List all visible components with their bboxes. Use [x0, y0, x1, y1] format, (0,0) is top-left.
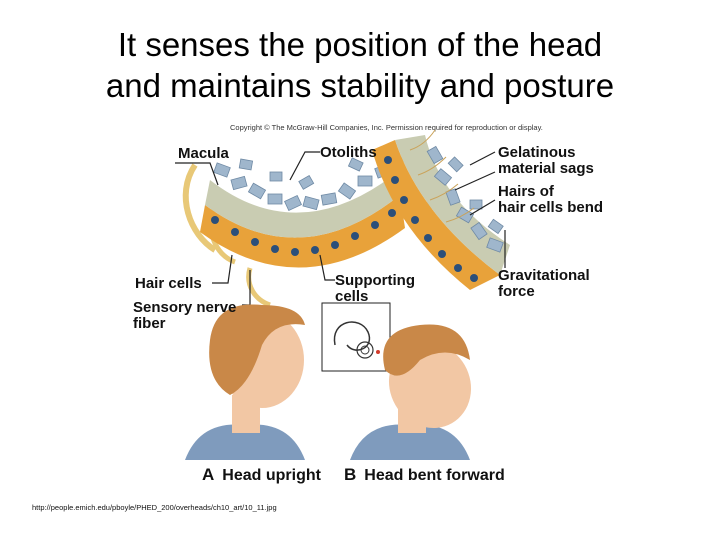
inner-ear-inset — [322, 303, 390, 371]
label-macula: Macula — [178, 146, 229, 161]
label-gravitational-line-1: Gravitational — [498, 268, 590, 283]
head-upright-illustration — [185, 304, 305, 460]
label-supporting-line-1: Supporting — [335, 273, 415, 288]
label-sensory-line-2: fiber — [133, 316, 166, 331]
caption-a: A Head upright — [202, 465, 321, 485]
label-hairs-line-2: hair cells bend — [498, 200, 603, 215]
label-sensory-line-1: Sensory nerve — [133, 300, 236, 315]
label-hairs-line-1: Hairs of — [498, 184, 554, 199]
caption-b: B Head bent forward — [344, 465, 505, 485]
caption-a-text: Head upright — [222, 467, 321, 484]
caption-a-letter: A — [202, 465, 214, 484]
label-gravitational-line-2: force — [498, 284, 535, 299]
label-gelatinous-line-1: Gelatinous — [498, 145, 576, 160]
caption-b-letter: B — [344, 465, 356, 484]
label-hair-cells: Hair cells — [135, 276, 202, 291]
source-url: http://people.emich.edu/pboyle/PHED_200/… — [32, 503, 277, 512]
label-supporting-line-2: cells — [335, 289, 368, 304]
label-gelatinous-line-2: material sags — [498, 161, 594, 176]
label-otoliths: Otoliths — [320, 145, 377, 160]
caption-b-text: Head bent forward — [364, 467, 504, 484]
